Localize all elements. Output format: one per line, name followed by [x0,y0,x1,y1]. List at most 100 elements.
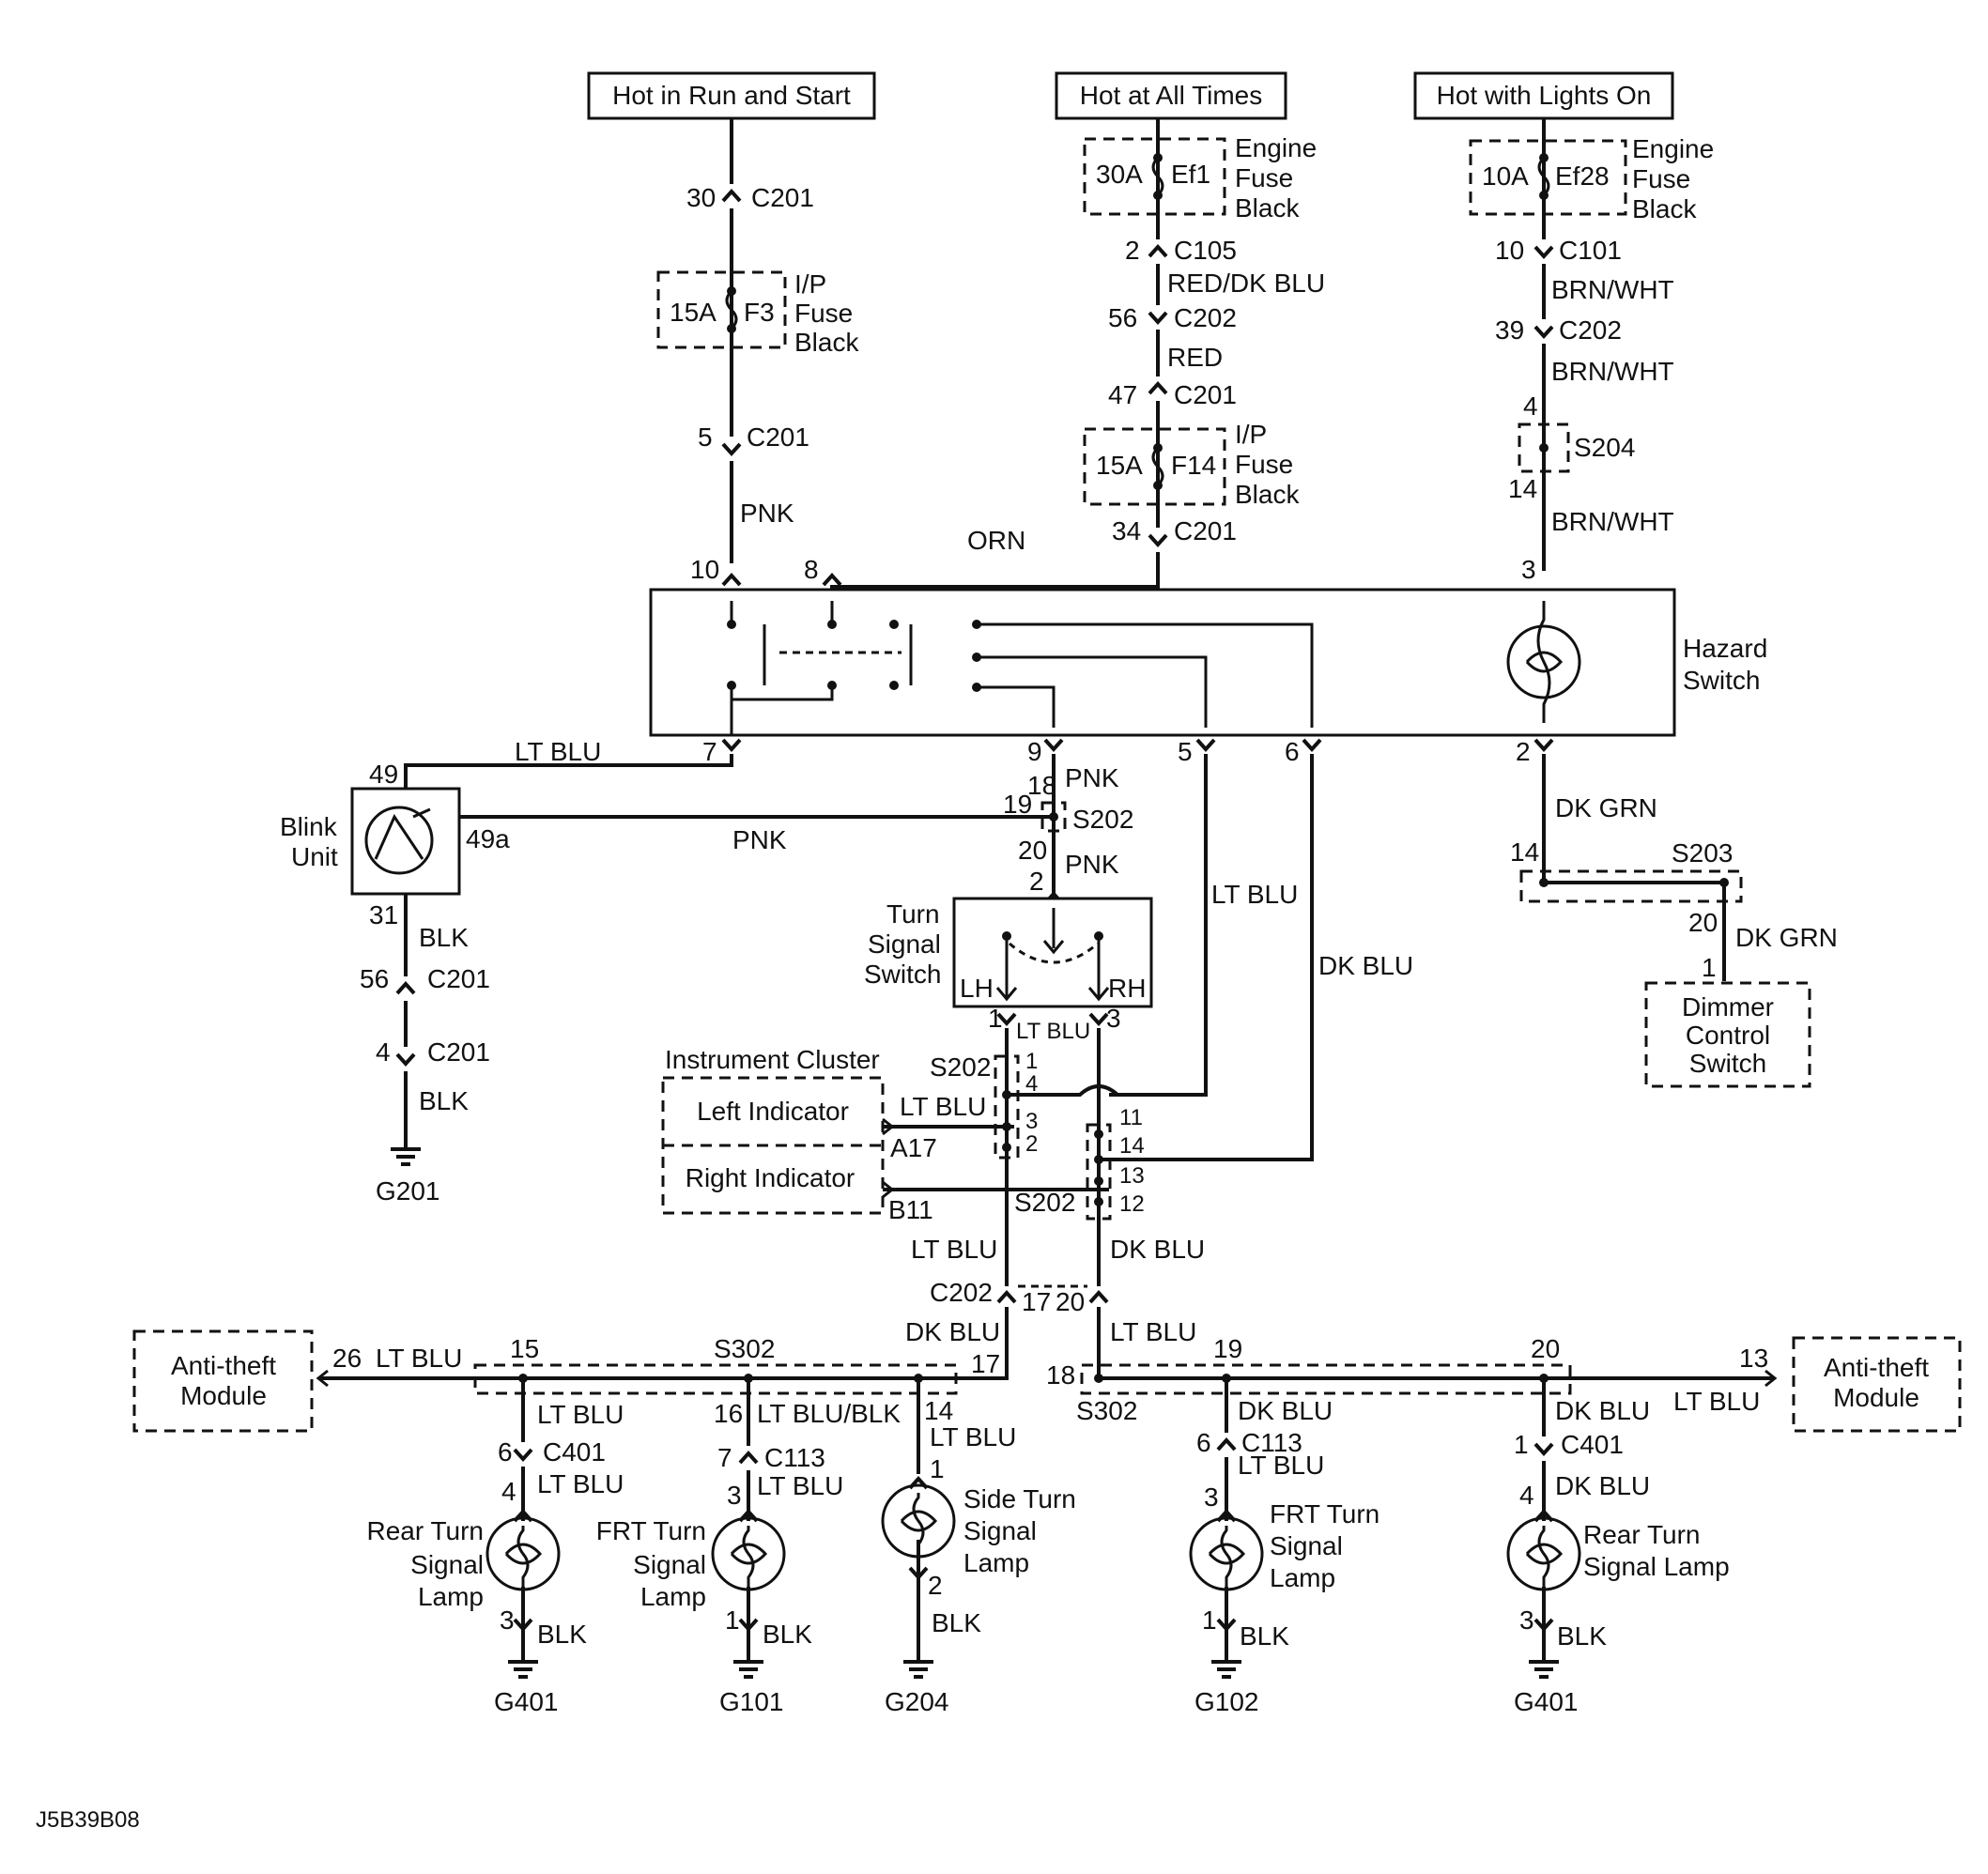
pin-label: 3 [1521,555,1536,584]
pin-label: 49a [466,824,510,853]
side-turn-lamp: 14 LT BLU 1 Side Turn Signal Lamp 2 BLK … [881,1378,1076,1716]
pin-label: 3 [1106,1004,1121,1033]
hazard-label-2: Switch [1683,666,1760,695]
turn-switch-label-2: Signal [868,929,941,959]
pin-label: 5 [698,422,713,452]
splice-label: S202 [1072,805,1133,834]
frt-left-label-3: Lamp [640,1582,706,1611]
frt-left-label-1: FRT Turn [596,1516,706,1545]
source-lights-on: Hot with Lights On [1413,71,1674,120]
wire-label: DK BLU [1110,1235,1205,1264]
pin-label: 2 [1025,1131,1038,1157]
wire-label: BLK [419,1086,469,1115]
blink-label-1: Blink [280,812,338,841]
pin-label: 4 [1025,1071,1038,1097]
frt-turn-lamp-right: DK BLU 6 C113 LT BLU 3 FRT Turn Signal L… [1189,1378,1379,1716]
s202-lower-splices: S202 1 4 3 2 11 14 13 12 S202 LT BLU DK … [911,1028,1205,1316]
wire-label: BLK [932,1608,981,1637]
pin-label: 15 [510,1334,539,1363]
connector-label: C201 [747,422,809,452]
pin-label: 4 [376,1037,391,1067]
ground-label: G204 [885,1687,949,1716]
turn-switch-rh: RH [1108,974,1146,1003]
pin-label: 9 [1027,737,1042,766]
pin-label: 3 [1025,1109,1038,1134]
rear-left-label-3: Lamp [418,1582,484,1611]
turn-switch-label-1: Turn [886,899,940,929]
pin-label: 10 [1495,236,1524,265]
fuse-f14-id: F14 [1171,451,1216,480]
ground-icon [732,1660,765,1679]
wire-label: LT BLU [537,1400,624,1429]
pin-label: 16 [714,1399,743,1428]
side-label-2: Signal [963,1516,1037,1545]
fuse-ef1-id: Ef1 [1171,160,1210,189]
pin-label: 47 [1108,380,1137,409]
wire-label: LT BLU [1016,1019,1090,1044]
pin-label: 17 [1022,1287,1051,1316]
wire-label: DK BLU [1238,1396,1333,1425]
ground-icon [1527,1660,1561,1679]
frt-left-label-2: Signal [633,1550,706,1579]
fuse-ef28-line3: Black [1632,194,1697,223]
pin-label: 6 [498,1437,513,1467]
pin-label: 2 [1029,867,1044,896]
lamp-icon [1506,1516,1581,1591]
wire-label: LT BLU [515,737,601,766]
antitheft-module-left [132,1329,314,1433]
pin-label: 17 [971,1349,1000,1378]
pin-label: B11 [888,1195,933,1224]
connector-label: C201 [751,183,814,212]
dimmer-circuit: DK GRN 14 S203 20 DK GRN 1 Dimmer Contro… [1510,754,1838,1088]
wire-label: BRN/WHT [1551,357,1674,386]
pin-label: 3 [1204,1482,1219,1512]
splice-s302-right-box [1080,1363,1572,1395]
dimmer-label-1: Dimmer [1682,992,1774,1021]
connector-label: C401 [1561,1430,1624,1459]
pin-label: 14 [1508,474,1537,503]
pin-label: 6 [1196,1428,1211,1457]
wire-label: RED [1167,343,1223,372]
ground-icon [389,1147,423,1166]
fuse-f3-id: F3 [744,298,775,327]
wire-label: LT BLU [1673,1387,1760,1416]
pin-label: 20 [1688,908,1718,937]
pin-label: 20 [1018,836,1047,865]
fuse-ef1-line3: Black [1235,193,1300,223]
connector-label: C113 [1241,1428,1302,1457]
ground-label: G401 [1514,1687,1579,1716]
splice-s202-box [1040,801,1067,833]
splice-s302-left-box [473,1363,958,1395]
fuse-ef1-box [1083,137,1226,216]
connector-label: C105 [1174,236,1237,265]
pin-label: 39 [1495,315,1524,345]
fuse-ef1-line2: Fuse [1235,163,1293,192]
connector-label: C201 [427,964,490,993]
ground-label: G201 [376,1176,440,1206]
blink-label-2: Unit [291,842,338,871]
rear-turn-lamp-left: LT BLU 6 C401 LT BLU 4 Rear Turn Signal … [367,1378,624,1716]
ground-label: G401 [494,1687,559,1716]
fuse-ef28-amp: 10A [1482,161,1529,191]
pin-label: 5 [1178,737,1193,766]
wire-label: BLK [1240,1621,1289,1651]
pin-label: 14 [1510,837,1539,867]
fuse-f3-amp: 15A [670,298,717,327]
fuse-f14-amp: 15A [1096,451,1143,480]
pin-label: 4 [501,1477,516,1506]
turn-switch-lh: LH [960,974,994,1003]
pin-label: 3 [727,1481,742,1510]
pin-label: A17 [890,1133,937,1162]
pin-label: 7 [702,737,717,766]
connector-label: C201 [1174,516,1237,545]
connector-label: C201 [1174,380,1237,409]
side-label-1: Side Turn [963,1484,1076,1513]
wire-label: LT BLU [1238,1451,1324,1480]
pin-label: 13 [1119,1163,1145,1189]
pin-label: 31 [369,900,398,929]
pin-label: 3 [500,1605,515,1635]
lamp-icon [485,1516,561,1591]
pin-label: 20 [1531,1334,1560,1363]
wire-label: LT BLU/BLK [757,1399,901,1428]
